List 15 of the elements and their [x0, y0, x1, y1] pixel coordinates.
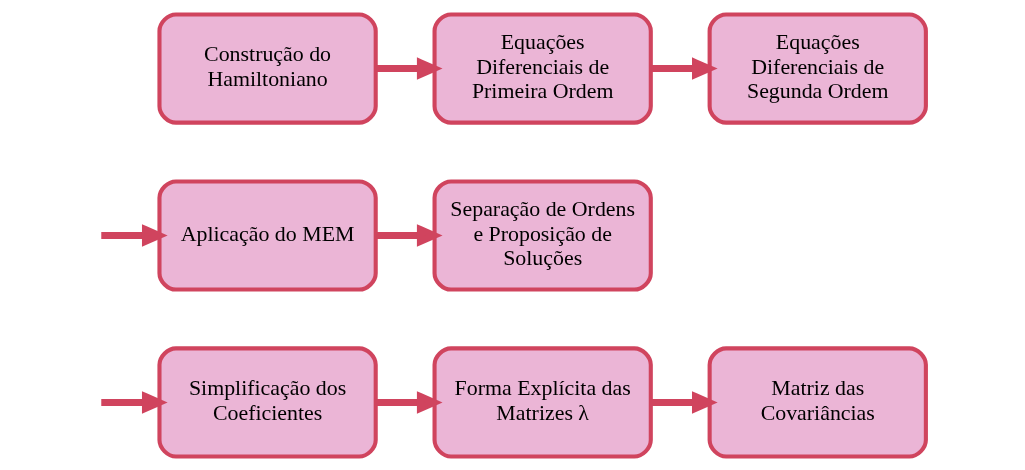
arrow [375, 223, 443, 247]
node-box: Aplicação do MEM [156, 178, 378, 292]
arrow [650, 56, 718, 80]
node-box: Equações Diferenciais de Segunda Ordem [707, 11, 928, 125]
node-box: Matriz das Covariâncias [707, 345, 928, 459]
arrow [100, 390, 168, 414]
arrow [100, 223, 168, 247]
arrow [375, 390, 443, 414]
arrow [375, 56, 443, 80]
arrow [650, 390, 718, 414]
node-box: Separação de Ordens e Proposição de Soluções [432, 178, 653, 292]
node-box: Equações Diferenciais de Primeira Ordem [432, 11, 653, 125]
node-box: Simplificação dos Coeficientes [156, 345, 378, 459]
node-box: Forma Explícita das Matrizes λ [432, 345, 653, 459]
node-box: Construção do Hamiltoniano [156, 11, 378, 125]
